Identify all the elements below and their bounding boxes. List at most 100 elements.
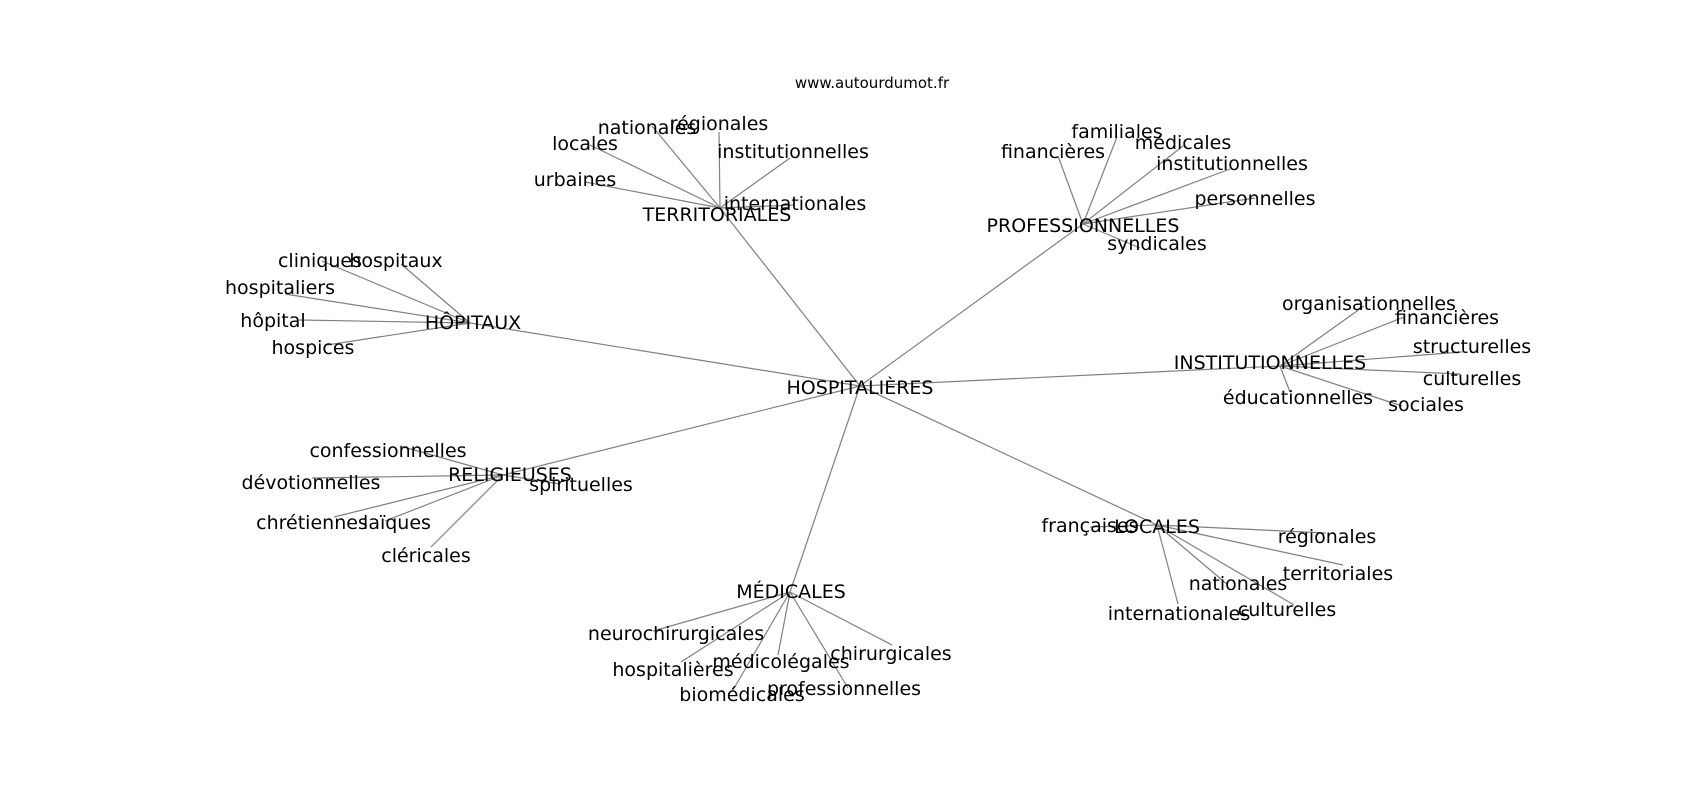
edge-hub-locales-word — [1156, 524, 1179, 605]
word-node[interactable]: nationales — [598, 117, 697, 139]
edge-center-hub-institutionnelles — [859, 365, 1281, 387]
edges-layer — [284, 125, 1463, 691]
word-node[interactable]: biomédicales — [679, 684, 804, 706]
word-node[interactable]: neurochirurgicales — [588, 623, 764, 645]
edge-hub-medicales-word — [680, 591, 791, 663]
edge-hub-religieuses-word — [399, 445, 504, 476]
edge-hub-locales-word — [1156, 524, 1229, 586]
word-node[interactable]: familiales — [1071, 121, 1162, 143]
word-node[interactable]: hospitalières — [612, 659, 733, 681]
word-node[interactable]: financières — [1001, 141, 1105, 163]
edge-hub-institutionnelles-word — [1279, 316, 1405, 367]
watermark: www.autourdumot.fr — [795, 74, 950, 92]
edge-hub-religieuses-word — [384, 474, 504, 522]
edge-hub-territoriales-word — [584, 181, 721, 209]
word-node[interactable]: internationales — [724, 193, 867, 215]
word-node[interactable]: internationales — [1108, 603, 1251, 625]
edge-hub-hopitaux-word — [400, 263, 471, 324]
edge-hub-locales-word — [1089, 524, 1158, 528]
edge-hub-professionnelles-word — [1082, 223, 1141, 249]
word-node[interactable]: hospitaux — [349, 250, 442, 272]
labels-layer: www.autourdumot.fr nationalesrégionalesl… — [225, 74, 1531, 706]
edge-hub-territoriales-word — [719, 157, 791, 209]
word-node[interactable]: spirituelles — [529, 474, 633, 496]
word-node[interactable]: laïques — [363, 512, 431, 534]
hub-node[interactable]: TERRITORIALES — [642, 204, 792, 226]
edge-center-hub-territoriales — [719, 207, 861, 387]
edge-hub-locales-word — [1156, 524, 1327, 534]
edge-center-hub-professionnelles — [859, 223, 1084, 387]
edge-hub-territoriales-word — [651, 125, 721, 209]
word-node[interactable]: personnelles — [1194, 188, 1315, 210]
edge-hub-medicales-word — [789, 591, 849, 689]
edge-hub-professionnelles-word — [1082, 168, 1231, 225]
edge-hub-medicales-word — [652, 591, 791, 632]
word-node[interactable]: dévotionnelles — [242, 472, 381, 494]
edge-hub-professionnelles-word — [1082, 145, 1184, 225]
word-node[interactable]: locales — [552, 133, 618, 155]
edge-hub-institutionnelles-word — [1279, 365, 1461, 375]
edge-hub-institutionnelles-word — [1279, 365, 1403, 407]
edge-hub-institutionnelles-word — [1279, 365, 1291, 393]
hub-node[interactable]: HÔPITAUX — [425, 310, 521, 334]
word-node[interactable]: nationales — [1189, 573, 1288, 595]
word-node[interactable]: syndicales — [1107, 233, 1206, 255]
word-node[interactable]: institutionnelles — [717, 141, 869, 163]
edge-hub-religieuses-word — [430, 474, 504, 548]
word-node[interactable]: régionales — [670, 113, 769, 135]
word-node[interactable]: professionnelles — [767, 678, 921, 700]
word-node[interactable]: culturelles — [1423, 368, 1522, 390]
word-node[interactable]: institutionnelles — [1156, 153, 1308, 175]
edge-hub-religieuses-word — [333, 474, 504, 518]
edge-center-hub-medicales — [789, 385, 861, 593]
edge-hub-hopitaux-word — [298, 319, 471, 324]
word-node[interactable]: financières — [1395, 307, 1499, 329]
word-node[interactable]: hospices — [272, 337, 355, 359]
word-node[interactable]: éducationnelles — [1223, 387, 1373, 409]
word-node[interactable]: chrétiennes — [256, 512, 368, 534]
word-node[interactable]: françaises — [1041, 515, 1138, 537]
hub-node[interactable]: LOCALES — [1114, 516, 1200, 538]
word-node[interactable]: structurelles — [1413, 336, 1531, 358]
word-node[interactable]: organisationnelles — [1282, 293, 1456, 315]
edge-hub-institutionnelles-word — [1279, 305, 1365, 367]
word-node[interactable]: confessionnelles — [309, 440, 466, 462]
edge-hub-medicales-word — [732, 591, 791, 691]
word-node[interactable]: médicales — [1135, 132, 1232, 154]
edge-hub-territoriales-word — [719, 204, 796, 209]
word-node[interactable]: territoriales — [1283, 563, 1393, 585]
word-node[interactable]: cliniques — [278, 250, 362, 272]
edge-hub-institutionnelles-word — [1279, 351, 1463, 367]
edge-hub-professionnelles-word — [1057, 155, 1084, 225]
word-node[interactable]: chirurgicales — [830, 643, 951, 665]
word-node[interactable]: cléricales — [381, 545, 470, 567]
edge-hub-professionnelles-word — [1082, 197, 1256, 225]
edge-hub-medicales-word — [789, 591, 893, 646]
word-node[interactable]: culturelles — [1238, 599, 1337, 621]
hub-node[interactable]: MÉDICALES — [736, 580, 846, 603]
hub-node[interactable]: RELIGIEUSES — [448, 464, 572, 486]
edge-hub-hopitaux-word — [326, 322, 471, 346]
word-node[interactable]: hospitaliers — [225, 277, 335, 299]
edge-hub-hopitaux-word — [284, 293, 471, 324]
edge-center-hub-locales — [859, 385, 1158, 526]
center-node[interactable]: HOSPITALIÈRES — [787, 376, 934, 399]
word-node[interactable]: régionales — [1278, 526, 1377, 548]
word-node[interactable]: médicolégales — [712, 651, 849, 673]
edge-hub-territoriales-word — [718, 131, 721, 209]
edge-hub-religieuses-word — [502, 474, 561, 485]
word-node[interactable]: urbaines — [534, 169, 616, 191]
hub-node[interactable]: INSTITUTIONNELLES — [1174, 352, 1366, 374]
edge-center-hub-hopitaux — [469, 322, 861, 387]
hub-node[interactable]: PROFESSIONNELLES — [987, 215, 1180, 237]
edge-hub-territoriales-word — [589, 144, 721, 209]
edge-hub-medicales-word — [777, 591, 791, 656]
edge-hub-locales-word — [1156, 524, 1295, 606]
edge-center-hub-religieuses — [502, 385, 861, 476]
edge-hub-hopitaux-word — [321, 260, 471, 324]
edge-hub-professionnelles-word — [1082, 136, 1118, 225]
word-node[interactable]: hôpital — [240, 310, 305, 332]
word-node[interactable]: sociales — [1388, 394, 1464, 416]
edge-hub-religieuses-word — [311, 474, 504, 479]
